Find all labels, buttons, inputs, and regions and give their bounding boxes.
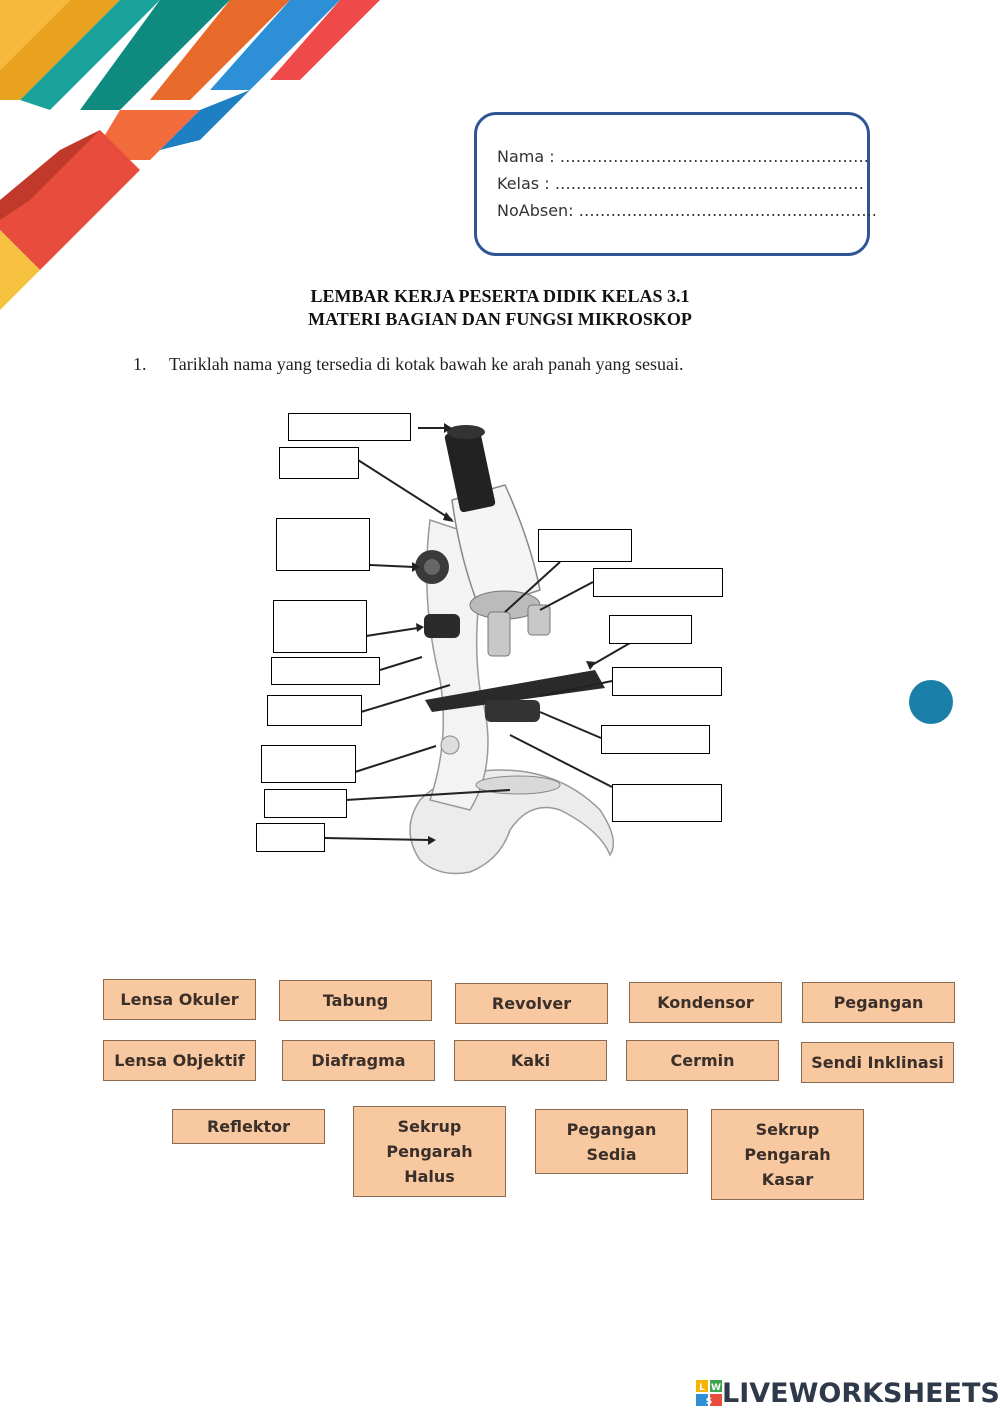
tile-label: Revolver [492, 991, 571, 1016]
decorative-dot [909, 680, 953, 724]
tile-cermin[interactable]: Cermin [626, 1040, 779, 1081]
tile-label: Lensa Okuler [120, 987, 238, 1012]
tile-label: Pegangan [567, 1117, 657, 1142]
tile-label: Pegangan [834, 990, 924, 1015]
question-text: Tariklah nama yang tersedia di kotak baw… [169, 354, 684, 375]
tile-reflektor[interactable]: Reflektor [172, 1109, 325, 1144]
drop-box-reflektor[interactable] [612, 784, 722, 822]
absen-field[interactable]: NoAbsen: ……………………………………………….. [497, 201, 877, 220]
tile-label: Reflektor [207, 1114, 290, 1139]
nama-field[interactable]: Nama : …………………………………………………. [497, 147, 869, 166]
decorative-ribbons [0, 0, 420, 330]
tile-label: Sedia [586, 1142, 636, 1167]
drop-box-meja[interactable] [609, 615, 692, 644]
tile-pegangan-sedia[interactable]: Pegangan Sedia [535, 1109, 688, 1174]
tile-lensa-objektif[interactable]: Lensa Objektif [103, 1040, 256, 1081]
drop-box-pegangan[interactable] [271, 657, 380, 685]
tile-tabung[interactable]: Tabung [279, 980, 432, 1021]
tile-sendi-inklinasi[interactable]: Sendi Inklinasi [801, 1042, 954, 1083]
tile-label: Lensa Objektif [114, 1048, 244, 1073]
tile-kaki[interactable]: Kaki [454, 1040, 607, 1081]
drop-box-sekrup-kasar[interactable] [276, 518, 370, 571]
brand-text: LIVEWORKSHEETS [722, 1378, 1000, 1409]
tile-sekrup-pengarah-halus[interactable]: Sekrup Pengarah Halus [353, 1106, 506, 1197]
tile-label: Halus [404, 1164, 455, 1189]
tile-label: Diafragma [311, 1048, 405, 1073]
svg-text:L: L [699, 1383, 705, 1393]
question-number: 1. [133, 354, 147, 375]
tile-label: Pengarah [744, 1142, 830, 1167]
worksheet-title: LEMBAR KERJA PESERTA DIDIK KELAS 3.1 [0, 286, 1000, 307]
tile-sekrup-pengarah-kasar[interactable]: Sekrup Pengarah Kasar [711, 1109, 864, 1200]
tile-kondensor[interactable]: Kondensor [629, 982, 782, 1023]
drop-box-lensa-okuler[interactable] [288, 413, 411, 441]
tile-label: Tabung [323, 988, 388, 1013]
tile-label: Kondensor [657, 990, 754, 1015]
drop-box-diafragma[interactable] [612, 667, 722, 696]
drop-box-sendi-inklinasi[interactable] [261, 745, 356, 783]
svg-text:W: W [711, 1383, 721, 1393]
tile-pegangan[interactable]: Pegangan [802, 982, 955, 1023]
drop-box-tabung[interactable] [279, 447, 359, 479]
drop-box-revolver[interactable] [538, 529, 632, 562]
liveworksheets-logo-icon: L W S [696, 1380, 722, 1406]
tile-label: Kaki [511, 1048, 550, 1073]
tile-label: Sekrup [756, 1117, 820, 1142]
kelas-field[interactable]: Kelas : …………………………………………………. [497, 174, 864, 193]
tile-label: Kasar [762, 1167, 813, 1192]
tile-diafragma[interactable]: Diafragma [282, 1040, 435, 1081]
tile-label: Sendi Inklinasi [811, 1050, 943, 1075]
tile-label: Sekrup [398, 1114, 462, 1139]
liveworksheets-logo: L W S LIVEWORKSHEETS [696, 1375, 1000, 1411]
tile-lensa-okuler[interactable]: Lensa Okuler [103, 979, 256, 1020]
drop-box-kaki[interactable] [256, 823, 325, 852]
drop-box-kondensor[interactable] [601, 725, 710, 754]
drop-box-cermin[interactable] [264, 789, 347, 818]
drop-box-sekrup-halus[interactable] [273, 600, 367, 653]
drop-box-lensa-objektif[interactable] [593, 568, 723, 597]
drop-box-pegangan-sedia[interactable] [267, 695, 362, 726]
tile-label: Pengarah [386, 1139, 472, 1164]
student-info-box: Nama : …………………………………………………. Kelas : …………… [474, 112, 870, 256]
tile-revolver[interactable]: Revolver [455, 983, 608, 1024]
svg-text:S: S [706, 1397, 712, 1406]
tile-label: Cermin [670, 1048, 734, 1073]
worksheet-subtitle: MATERI BAGIAN DAN FUNGSI MIKROSKOP [0, 309, 1000, 330]
